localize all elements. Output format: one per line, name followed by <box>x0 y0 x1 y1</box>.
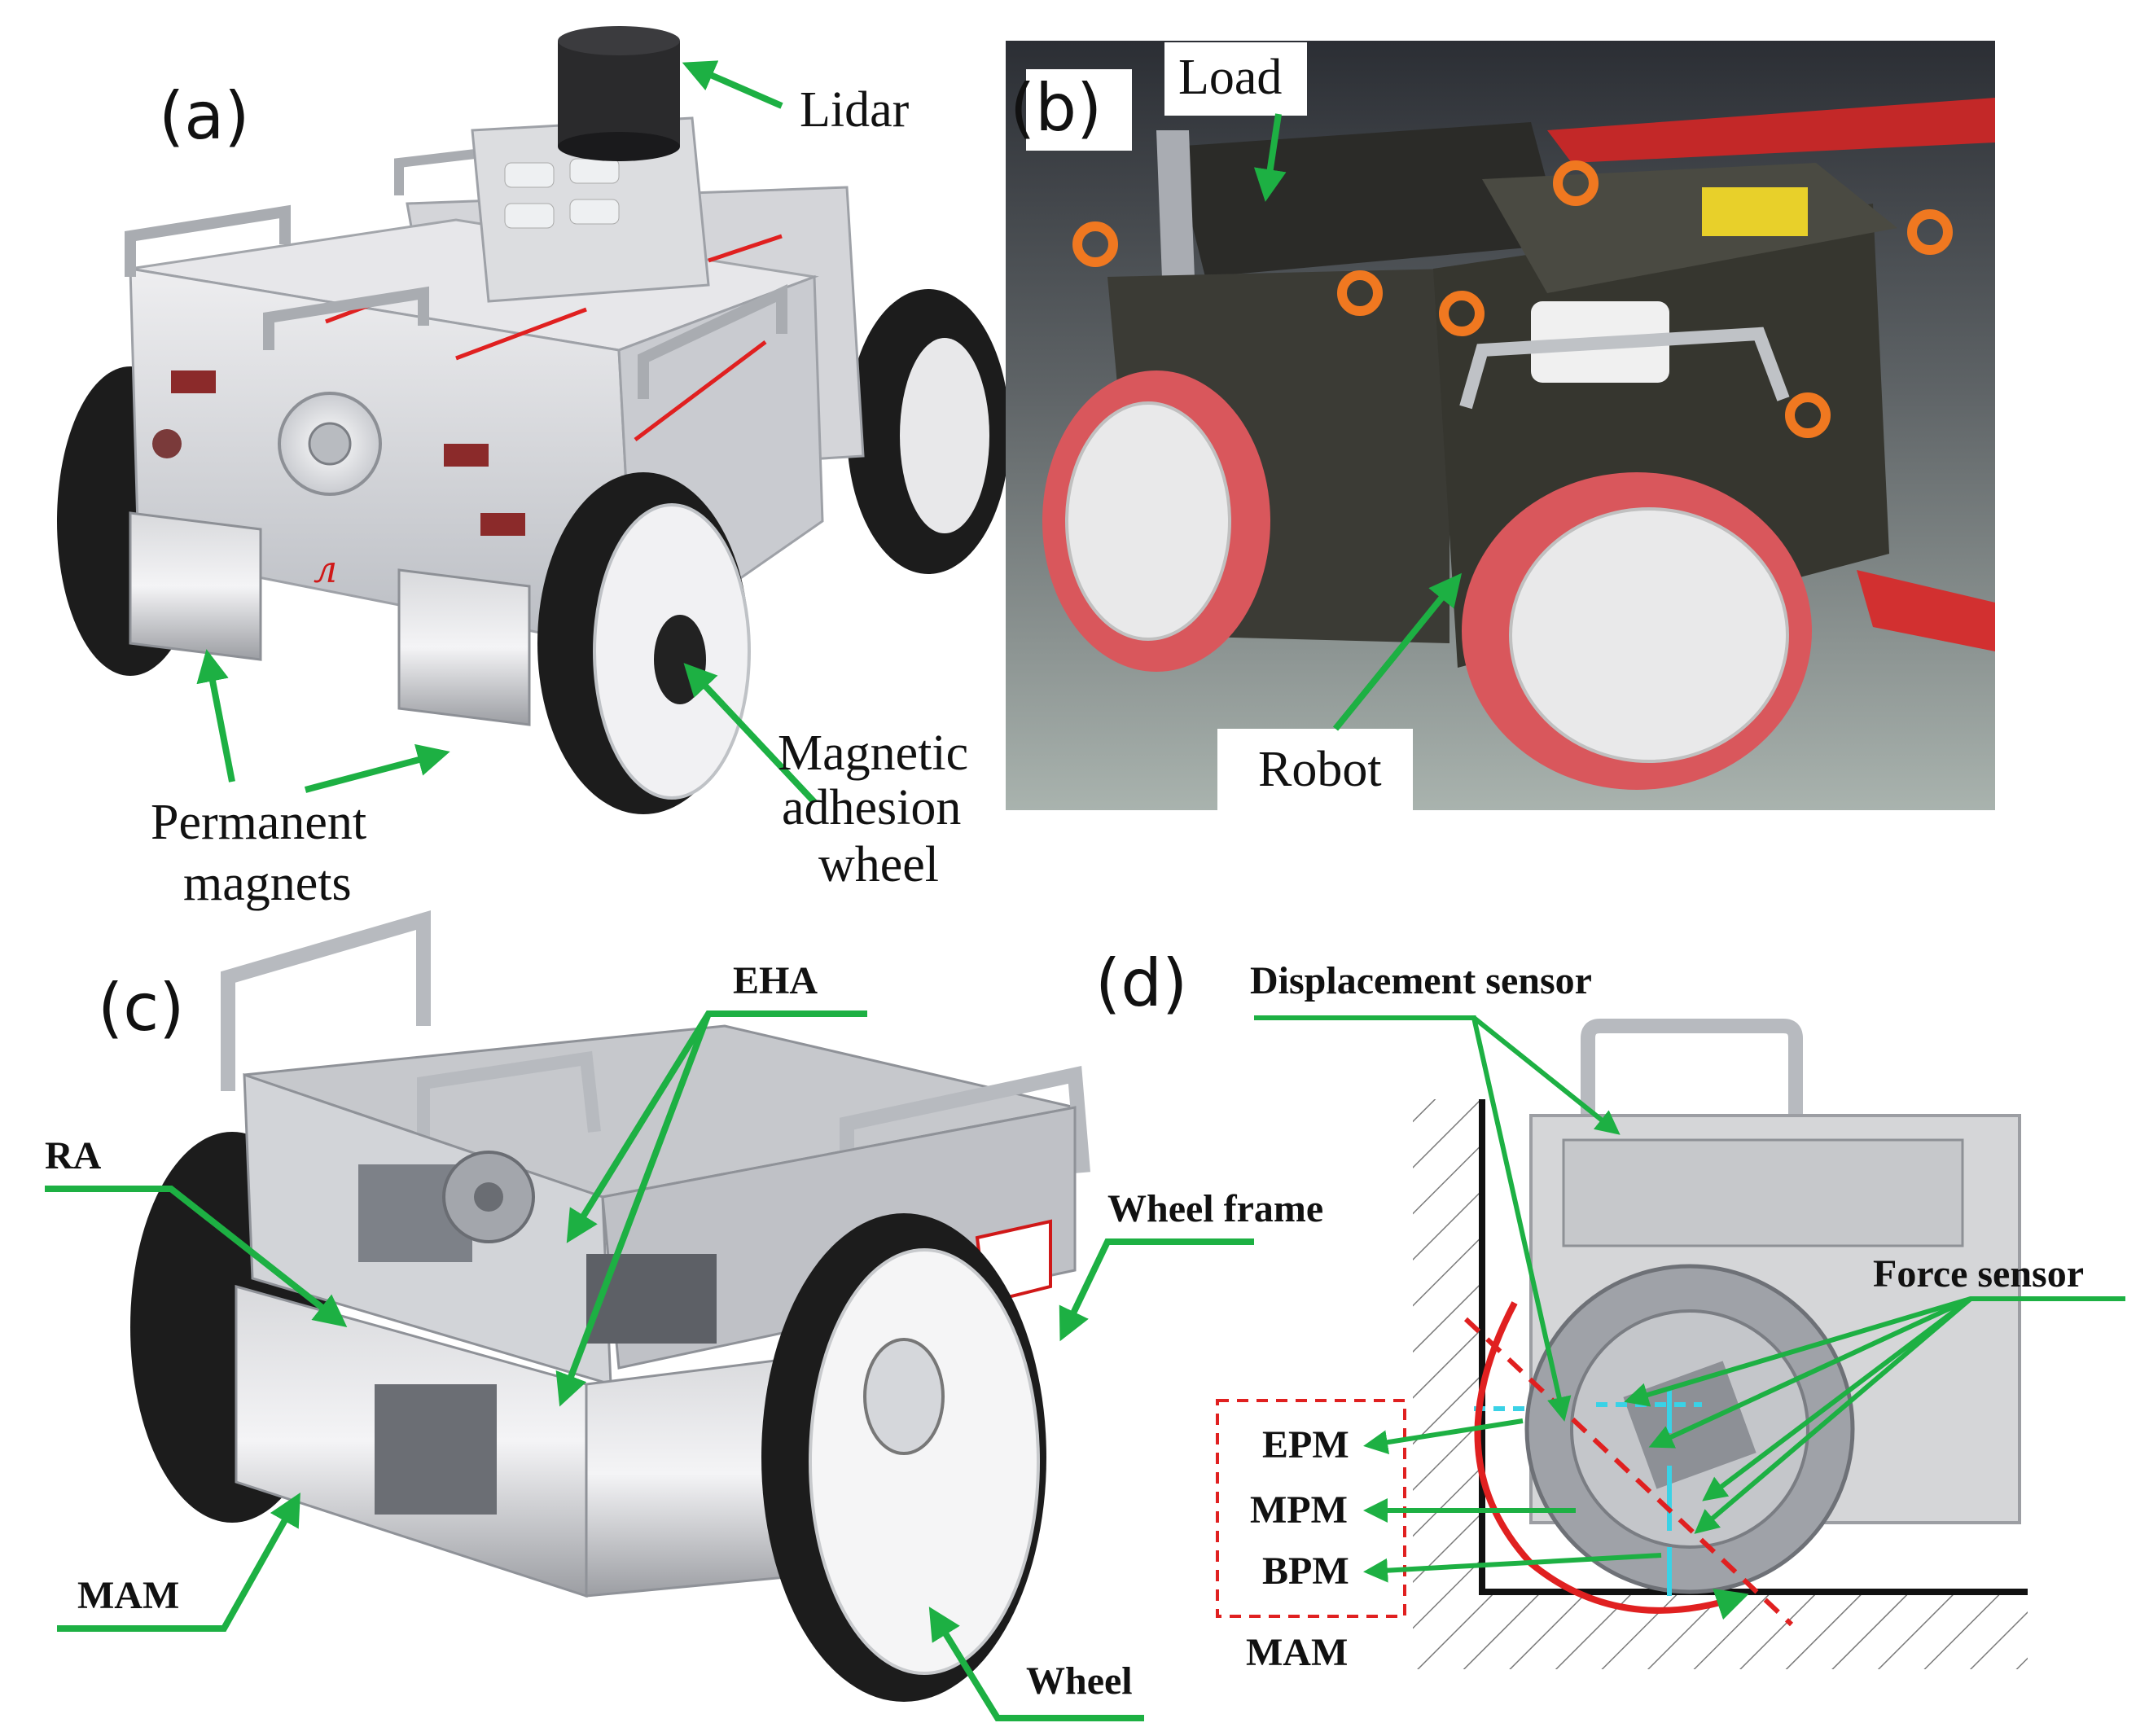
wall-hatch <box>1413 1099 2028 1669</box>
permanent-magnet-left <box>129 511 262 661</box>
shackle <box>1907 209 1953 255</box>
handle <box>638 283 787 399</box>
cage-slot <box>569 158 620 184</box>
label-displacement-sensor: Displacement sensor <box>1250 959 1592 1002</box>
label-wheel-1: Magnetic <box>778 726 968 781</box>
yellow-label <box>1702 187 1808 236</box>
label-eha: EHA <box>733 959 818 1002</box>
red-stripe <box>634 340 767 441</box>
photo-handle <box>1459 327 1790 410</box>
shackle <box>1439 291 1485 336</box>
front-hub-center <box>308 422 352 466</box>
shackle <box>1785 392 1831 438</box>
panel-c-letter: (c) <box>98 970 184 1046</box>
photo-wheel-right-hub <box>1509 507 1789 763</box>
wheel-front-hub <box>809 1248 1040 1675</box>
arrow-bpm <box>1363 1553 1662 1583</box>
label-wheel-3: wheel <box>818 837 939 892</box>
eha-pulley-center <box>474 1182 503 1212</box>
panel-b: (b) Load Robot <box>1006 41 1995 810</box>
arrow-ra <box>45 1186 348 1327</box>
arrow-robot <box>1332 572 1463 731</box>
indicator-light <box>171 370 216 393</box>
label-mam-d: MAM <box>1246 1631 1348 1674</box>
wall-corner <box>1479 1099 2028 1595</box>
panel-a: (a) <box>57 26 1010 911</box>
arrow-force-3 <box>1702 1296 1972 1501</box>
label-wheel-frame: Wheel frame <box>1107 1187 1323 1230</box>
handle <box>1581 1019 1803 1124</box>
panel-a-letter: (a) <box>159 78 249 154</box>
arrow-wheel-frame <box>1059 1238 1254 1342</box>
mam-internals <box>375 1384 497 1515</box>
label-mpm: MPM <box>1250 1488 1348 1532</box>
arrow-lidar <box>682 60 783 109</box>
red-stripe <box>708 234 783 263</box>
label-permanent-magnets-1: Permanent <box>151 795 366 850</box>
label-permanent-magnets-2: magnets <box>183 856 352 911</box>
label-load: Load <box>1178 50 1282 105</box>
label-ra: RA <box>45 1134 102 1177</box>
red-stripe <box>455 307 587 361</box>
label-wheel: Wheel <box>1026 1659 1133 1703</box>
cage-slot <box>504 203 555 229</box>
label-robot: Robot <box>1258 742 1382 797</box>
eha-housing <box>1562 1138 1964 1247</box>
indicator-light <box>480 513 525 536</box>
arrow-magnet-right <box>304 743 450 793</box>
label-bpm: BPM <box>1262 1550 1349 1593</box>
red-dashed-line <box>1463 1317 1794 1627</box>
indicator-light <box>444 444 489 467</box>
label-lidar: Lidar <box>800 82 910 138</box>
photo-wheel-left-hub <box>1065 401 1231 641</box>
panel-d: (d) Di <box>1095 945 2125 1674</box>
label-force-sensor: Force sensor <box>1873 1252 2084 1295</box>
arrow-eha-2 <box>555 1012 712 1407</box>
cage-slot <box>504 162 555 188</box>
arrow-wheel <box>683 663 817 804</box>
handle <box>263 286 429 350</box>
wheel-front-axle <box>863 1338 945 1455</box>
shackle <box>1337 270 1383 316</box>
label-mam: MAM <box>77 1574 179 1617</box>
robot-render-a: л <box>57 26 1010 814</box>
arrow-force-2 <box>1648 1296 1972 1449</box>
cage-slot <box>569 199 620 225</box>
brand-logo: л <box>314 547 337 591</box>
robot-render-c <box>130 910 1090 1702</box>
arrow-wheel <box>928 1607 1144 1721</box>
wheel-module-d <box>1474 1019 2021 1596</box>
panel-d-letter: (d) <box>1095 945 1187 1021</box>
indicator-light <box>152 429 182 458</box>
eha-actuator <box>586 1254 717 1344</box>
label-robot-box <box>1217 729 1413 810</box>
arrow-mam <box>57 1493 300 1632</box>
handle <box>221 910 431 1091</box>
permanent-magnet-right <box>397 568 531 726</box>
front-wheel-axle <box>654 615 706 704</box>
panel-b-letter-box <box>1026 69 1132 151</box>
shackle <box>1553 160 1599 206</box>
arrow-magnet-left <box>196 649 235 783</box>
arrow-force-4 <box>1694 1296 1972 1534</box>
label-wheel-2: adhesion <box>782 780 961 835</box>
label-load-box <box>1164 42 1307 116</box>
floor-stripe <box>1857 570 1995 651</box>
red-rotation-arc <box>1474 1301 1749 1620</box>
lidar-icon <box>558 41 680 147</box>
handle <box>417 1050 601 1156</box>
label-epm: EPM <box>1262 1423 1349 1466</box>
arrow-displacement-2 <box>1472 1015 1621 1135</box>
shackle <box>1072 221 1118 267</box>
lidar-top <box>558 26 680 55</box>
panel-c: (c) <box>45 910 1323 1721</box>
arrow-epm <box>1363 1418 1524 1455</box>
arrow-load <box>1253 113 1287 202</box>
rear-wheel-right-hub <box>900 338 989 533</box>
floor-stripe <box>1547 98 1995 163</box>
panel-b-letter: (b) <box>1010 70 1102 146</box>
lidar-bottom <box>558 132 680 161</box>
handle <box>125 204 291 277</box>
